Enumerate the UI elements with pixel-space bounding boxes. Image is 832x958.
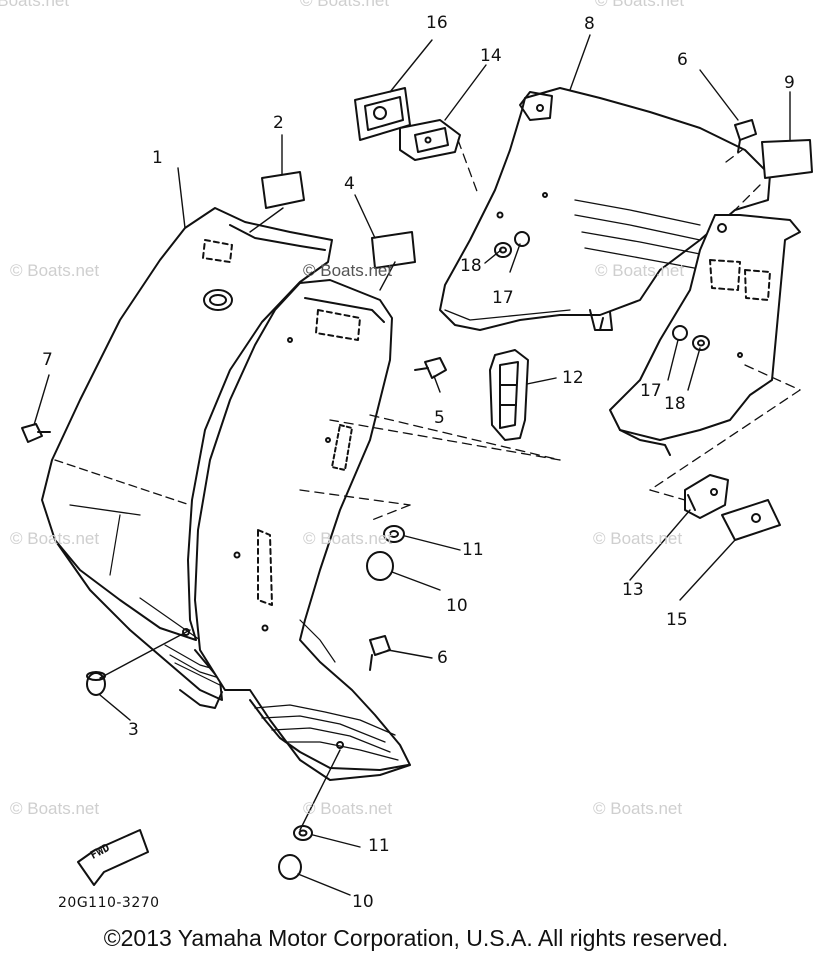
watermark: © Boats.net <box>300 0 390 10</box>
watermark: © Boats.net <box>10 261 100 280</box>
callout-13: 13 <box>622 580 644 600</box>
washer-part-11-lower <box>294 826 312 840</box>
callout-6-lower: 6 <box>437 648 448 668</box>
callout-18-lower: 18 <box>664 394 686 414</box>
callout-1: 1 <box>152 148 163 168</box>
bolt-part-5 <box>415 358 446 378</box>
callout-6: 6 <box>677 50 688 70</box>
callout-17-upper: 17 <box>492 288 514 308</box>
front-cover-part-4 <box>195 280 410 780</box>
watermark: © Boats.net <box>593 529 683 548</box>
watermark-center: © Boats.net <box>303 261 393 280</box>
watermark: © Boats.net <box>593 799 683 818</box>
watermark: © Boats.net <box>303 529 393 548</box>
watermark: © Boats.net <box>10 529 100 548</box>
callout-16: 16 <box>426 13 448 33</box>
callout-18-upper: 18 <box>460 256 482 276</box>
right-bracket-part-9 <box>610 215 800 455</box>
upper-cover-part-8 <box>440 88 770 330</box>
callout-11-lower: 11 <box>368 836 390 856</box>
bolt-part-6-upper <box>735 120 756 152</box>
watermark: © Boats.net <box>595 261 685 280</box>
leader-lines <box>34 35 790 895</box>
callout-4: 4 <box>344 174 355 194</box>
washer-part-18-lower <box>693 336 709 350</box>
callout-10-upper: 10 <box>446 596 468 616</box>
callout-8: 8 <box>584 14 595 34</box>
diagram-code: 20G110-3270 <box>58 895 160 911</box>
fwd-arrow <box>78 830 148 885</box>
bracket-part-13 <box>685 475 728 518</box>
bracket-part-14 <box>400 120 460 160</box>
callout-7: 7 <box>42 350 53 370</box>
watermark: © Boats.net <box>0 0 70 10</box>
label-sticker-part-4 <box>372 232 415 268</box>
nut-part-10-upper <box>367 552 393 580</box>
callout-2: 2 <box>273 113 284 133</box>
collar-part-3 <box>87 672 105 695</box>
grommet-part-12 <box>490 350 528 440</box>
callout-17-lower: 17 <box>640 381 662 401</box>
assembly-lines <box>300 140 800 520</box>
watermark: © Boats.net <box>303 799 393 818</box>
callout-5: 5 <box>434 408 445 428</box>
watermark: © Boats.net <box>595 0 685 10</box>
washer-part-11-upper <box>384 526 404 542</box>
callout-9: 9 <box>784 73 795 93</box>
label-sticker-part-2 <box>262 172 304 208</box>
bolt-part-7 <box>22 424 50 442</box>
watermark: © Boats.net <box>10 799 100 818</box>
washer-part-17-lower <box>673 326 687 340</box>
callout-11-upper: 11 <box>462 540 484 560</box>
washer-part-18-upper <box>495 243 511 257</box>
callout-12: 12 <box>562 368 584 388</box>
callout-15: 15 <box>666 610 688 630</box>
nut-part-10-lower <box>279 855 301 879</box>
callout-3: 3 <box>128 720 139 740</box>
label-sticker-part-9 <box>762 140 812 178</box>
bolt-part-6-lower <box>370 636 390 670</box>
copyright-notice: ©2013 Yamaha Motor Corporation, U.S.A. A… <box>103 925 729 951</box>
pad-part-15 <box>722 500 780 540</box>
callout-10-lower: 10 <box>352 892 374 912</box>
washer-part-17-upper <box>515 232 529 246</box>
callout-14: 14 <box>480 46 502 66</box>
